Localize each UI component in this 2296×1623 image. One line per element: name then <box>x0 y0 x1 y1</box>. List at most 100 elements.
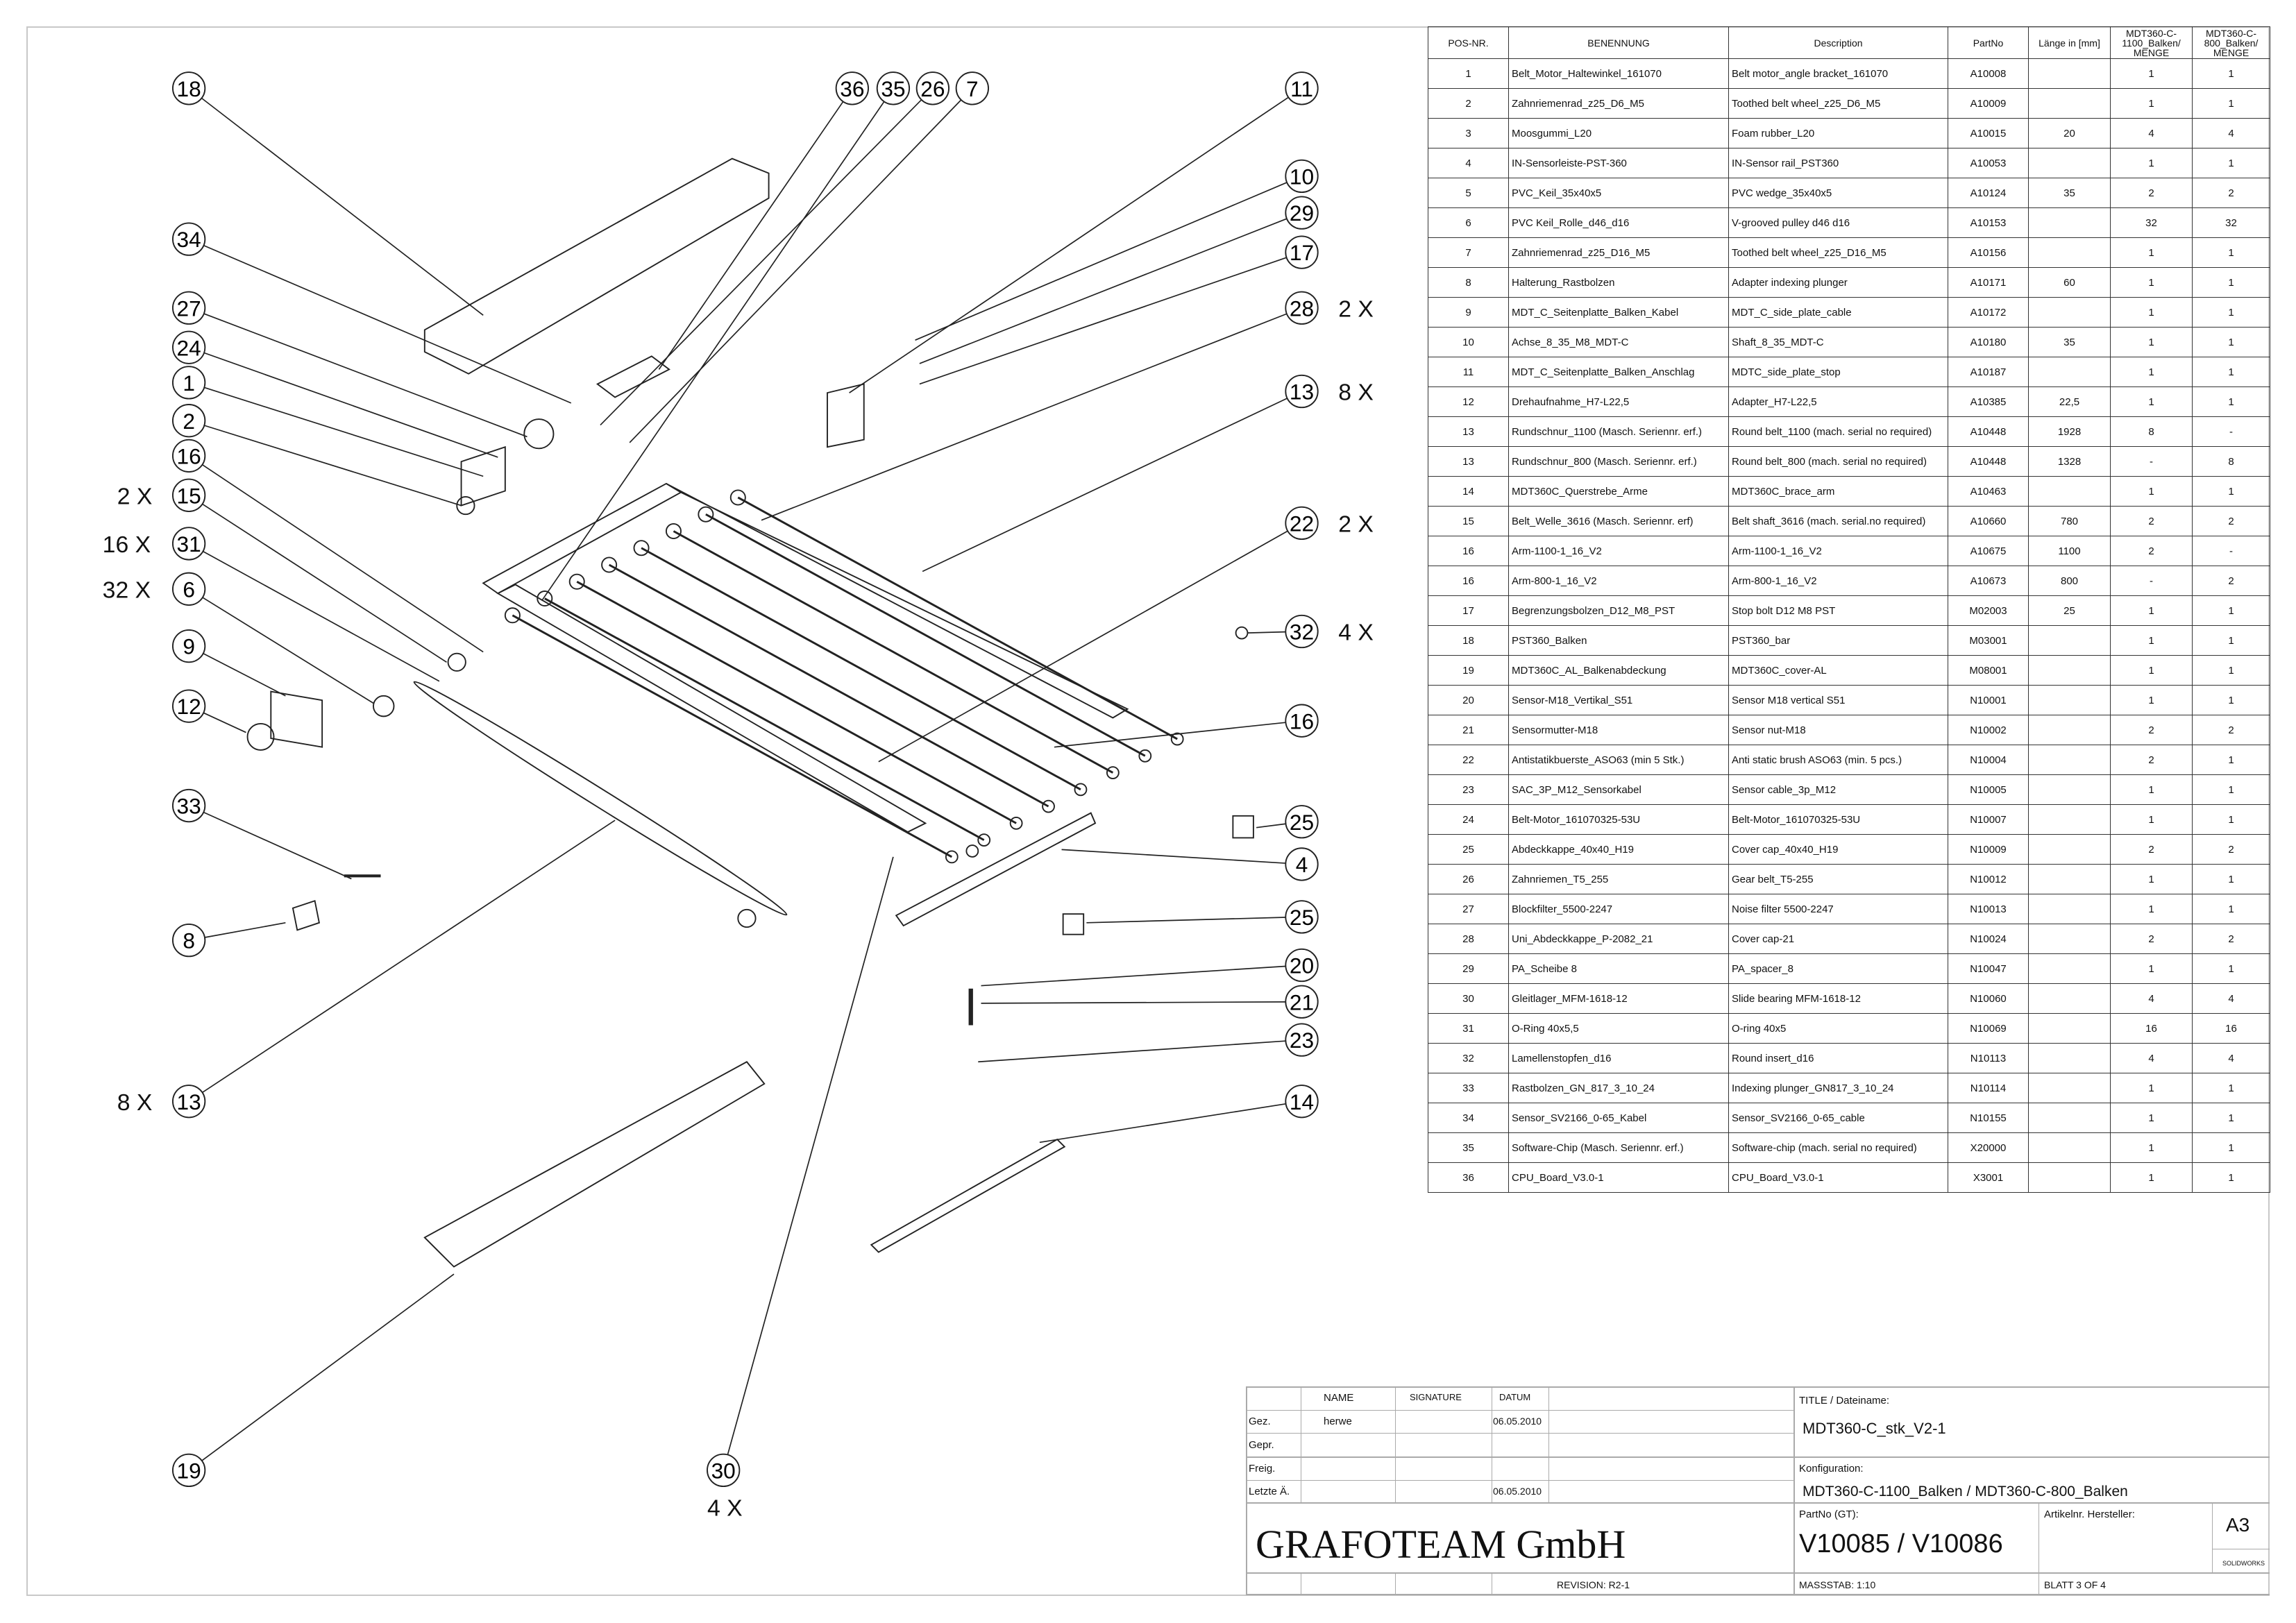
benennung-cell: Rastbolzen_GN_817_3_10_24 <box>1508 1073 1729 1103</box>
roller-shaft-part <box>673 530 1114 774</box>
o-ring-part <box>447 652 466 672</box>
qty-800-cell: 2 <box>2192 178 2270 208</box>
length-cell <box>2028 774 2111 805</box>
qty-1100-cell: 1 <box>2110 476 2193 507</box>
quantity-label: 4 X <box>1338 620 1374 646</box>
description-cell: Sensor nut-M18 <box>1728 715 1948 745</box>
company-name: GRAFOTEAM GmbH <box>1256 1522 1626 1567</box>
artikel-label: Artikelnr. Hersteller: <box>2044 1509 2135 1520</box>
indexing-bracket-part <box>292 899 321 931</box>
length-cell <box>2028 864 2111 894</box>
description-cell: Toothed belt wheel_z25_D16_M5 <box>1728 237 1948 268</box>
length-cell <box>2028 715 2111 745</box>
qty-800-cell: - <box>2192 536 2270 566</box>
partno-cell: N10012 <box>1948 864 2029 894</box>
gez-label: Gez. <box>1249 1416 1271 1427</box>
qty-1100-cell: 16 <box>2110 1013 2193 1044</box>
benennung-cell: Belt_Welle_3616 (Masch. Seriennr. erf) <box>1508 506 1729 536</box>
description-cell: Anti static brush ASO63 (min. 5 pcs.) <box>1728 745 1948 775</box>
title-label: TITLE / Dateiname: <box>1799 1395 1890 1407</box>
length-cell <box>2028 148 2111 178</box>
balloon-number: 24 <box>177 335 201 360</box>
roller-shaft-part <box>641 547 1081 791</box>
leader-line <box>202 819 616 1094</box>
revision: REVISION: R2-1 <box>1557 1579 1630 1590</box>
benennung-cell: Software-Chip (Masch. Seriennr. erf.) <box>1508 1132 1729 1163</box>
partno-cell: A10008 <box>1948 58 2029 89</box>
balloon-number: 6 <box>183 577 195 602</box>
qty-800-cell: 1 <box>2192 267 2270 298</box>
balloon-number: 21 <box>1290 989 1314 1014</box>
qty-800-cell: 1 <box>2192 327 2270 357</box>
pos-cell: 22 <box>1428 745 1509 775</box>
length-cell <box>2028 625 2111 656</box>
leader-line <box>600 99 922 426</box>
leader-line <box>658 101 844 370</box>
description-cell: Slide bearing MFM-1618-12 <box>1728 983 1948 1014</box>
partno-cell: N10114 <box>1948 1073 2029 1103</box>
qty-800-cell: 2 <box>2192 924 2270 954</box>
qty-1100-cell: 1 <box>2110 267 2193 298</box>
partno-cell: N10155 <box>1948 1103 2029 1133</box>
benennung-cell: PVC Keil_Rolle_d46_d16 <box>1508 207 1729 238</box>
title-block: NAME SIGNATURE DATUM Gez. herwe 06.05.20… <box>1246 1386 2270 1595</box>
partno-cell: N10069 <box>1948 1013 2029 1044</box>
qty-800-cell: 1 <box>2192 864 2270 894</box>
benennung-cell: Moosgummi_L20 <box>1508 118 1729 148</box>
item-balloon: 25 <box>1285 805 1319 839</box>
item-balloon: 28 <box>1285 291 1319 325</box>
bom-column-header: MDT360-C-800_Balken/ MENGE <box>2192 26 2270 59</box>
leader-line <box>981 965 1286 987</box>
pulley-part <box>568 573 585 590</box>
length-cell <box>2028 745 2111 775</box>
qty-1100-cell: 1 <box>2110 327 2193 357</box>
balloon-number: 33 <box>177 794 201 819</box>
partno-cell: X20000 <box>1948 1132 2029 1163</box>
qty-800-cell: 1 <box>2192 625 2270 656</box>
benennung-cell: PA_Scheibe 8 <box>1508 953 1729 984</box>
arm-part <box>666 483 1129 719</box>
qty-800-cell: 1 <box>2192 1103 2270 1133</box>
qty-800-cell: 2 <box>2192 506 2270 536</box>
name-header: NAME <box>1324 1392 1354 1404</box>
description-cell: Adapter indexing plunger <box>1728 267 1948 298</box>
description-cell: Arm-1100-1_16_V2 <box>1728 536 1948 566</box>
pos-cell: 18 <box>1428 625 1509 656</box>
item-balloon: 2 <box>171 404 206 438</box>
pos-cell: 15 <box>1428 506 1509 536</box>
item-balloon: 26 <box>915 71 950 105</box>
cover-cap-part <box>1062 913 1085 935</box>
length-cell <box>2028 655 2111 686</box>
item-balloon: 30 <box>707 1453 741 1488</box>
cover-cap-part <box>1232 815 1254 839</box>
benennung-cell: Zahnriemenrad_z25_D6_M5 <box>1508 88 1729 119</box>
pos-cell: 11 <box>1428 357 1509 387</box>
leader-line <box>202 597 374 704</box>
description-cell: Noise filter 5500-2247 <box>1728 894 1948 924</box>
bom-column-header: PartNo <box>1948 26 2029 59</box>
qty-1100-cell: 2 <box>2110 178 2193 208</box>
partno-cell: N10024 <box>1948 924 2029 954</box>
scale: MASSSTAB: 1:10 <box>1799 1579 1876 1590</box>
qty-800-cell: 1 <box>2192 595 2270 626</box>
description-cell: Round insert_d16 <box>1728 1043 1948 1073</box>
qty-800-cell: 1 <box>2192 804 2270 835</box>
benennung-cell: Gleitlager_MFM-1618-12 <box>1508 983 1729 1014</box>
pos-cell: 12 <box>1428 386 1509 417</box>
description-cell: Sensor_SV2166_0-65_cable <box>1728 1103 1948 1133</box>
leader-line <box>203 313 527 438</box>
roller-shaft-part <box>737 496 1178 740</box>
balloon-number: 9 <box>183 634 195 659</box>
item-balloon: 4 <box>1285 847 1319 881</box>
item-balloon: 13 <box>1285 374 1319 409</box>
pos-cell: 28 <box>1428 924 1509 954</box>
qty-800-cell: 1 <box>2192 297 2270 328</box>
